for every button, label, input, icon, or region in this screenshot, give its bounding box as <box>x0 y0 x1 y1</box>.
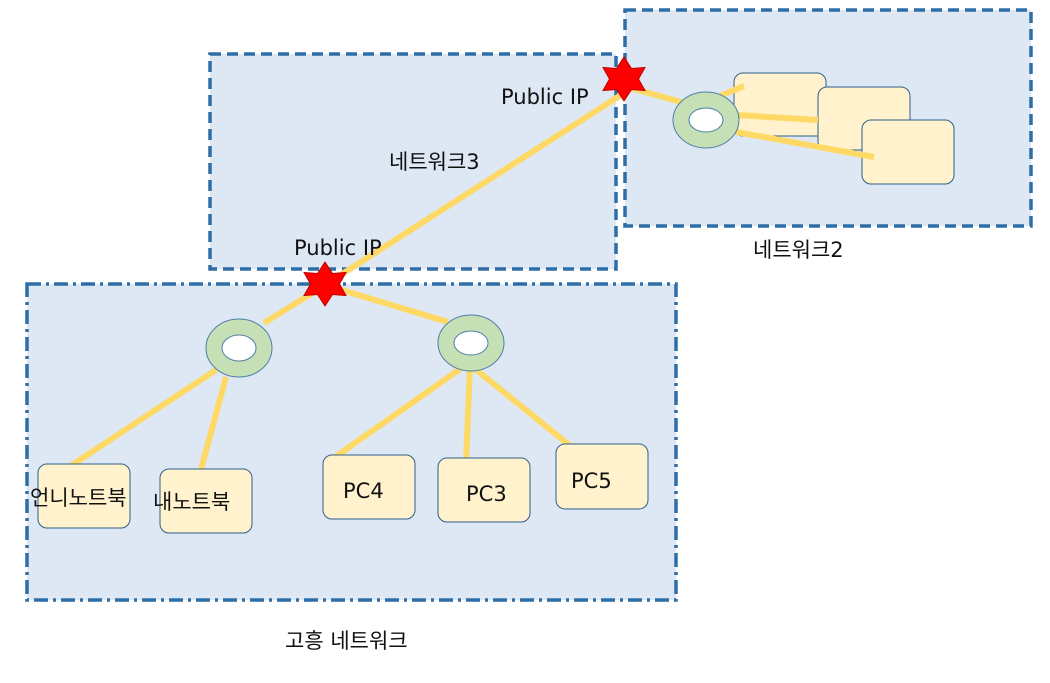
link-wan <box>323 90 626 288</box>
link-router-left-my-laptop <box>197 376 229 474</box>
pc5-box <box>555 443 649 510</box>
network2-label: 네트워크2 <box>753 238 844 262</box>
public-ip-top-star-icon <box>602 56 646 102</box>
pc3-box <box>437 457 531 523</box>
pc5-label: PC5 <box>571 469 612 493</box>
link-router-right-pc4 <box>326 359 472 465</box>
link-n2-router-device2 <box>735 112 819 123</box>
sister-laptop-box <box>37 463 131 529</box>
link-publicip-router-right <box>324 282 449 325</box>
public-ip-bottom-label: Public IP <box>294 236 382 260</box>
network2-device-1 <box>733 72 827 137</box>
sister-laptop-label: 언니노트북 <box>30 486 127 510</box>
network3-label: 네트워크3 <box>389 150 480 174</box>
network3-area <box>208 52 618 271</box>
link-router-right-pc3 <box>463 364 473 464</box>
link-router-left-sister-laptop <box>70 367 218 468</box>
pc4-box <box>322 454 416 520</box>
router-network2-icon <box>672 91 740 149</box>
router-left-icon <box>205 318 273 378</box>
public-ip-top-label: Public IP <box>501 85 589 109</box>
goheung-network-label: 고흥 네트워크 <box>285 629 408 653</box>
public-ip-bottom-star-icon <box>303 261 347 307</box>
network2-device-3 <box>861 119 955 185</box>
link-router-right-pc5 <box>472 365 586 460</box>
my-laptop-label: 내노트북 <box>153 490 230 514</box>
router-right-icon <box>437 314 505 372</box>
pc3-label: PC3 <box>466 482 507 506</box>
pc4-label: PC4 <box>343 479 384 503</box>
link-n2-router-device3 <box>735 129 875 160</box>
my-laptop-box <box>159 468 253 534</box>
